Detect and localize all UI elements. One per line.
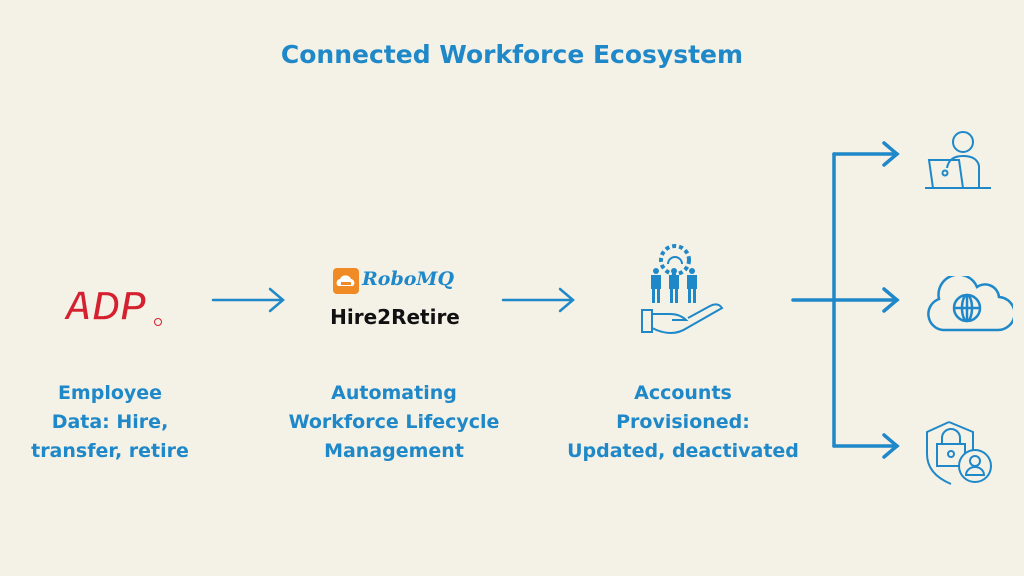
- person-laptop-icon: [925, 131, 991, 189]
- arrow-2: [501, 287, 575, 313]
- robomq-logo-text: RoboMQ: [362, 268, 455, 290]
- page-title: Connected Workforce Ecosystem: [280, 40, 744, 69]
- cloud-globe-icon: [927, 276, 1013, 332]
- adp-logo: ADP: [62, 282, 162, 328]
- product-name: Hire2Retire: [330, 305, 460, 329]
- arrow-1: [211, 287, 285, 313]
- shield-lock-user-icon: [926, 421, 992, 485]
- registered-mark-icon: [154, 318, 162, 326]
- branch-connector: [791, 141, 900, 459]
- robomq-logo-icon: [333, 268, 359, 294]
- hand-people-gear-icon: [641, 244, 724, 334]
- adp-logo-text: ADP: [63, 282, 147, 328]
